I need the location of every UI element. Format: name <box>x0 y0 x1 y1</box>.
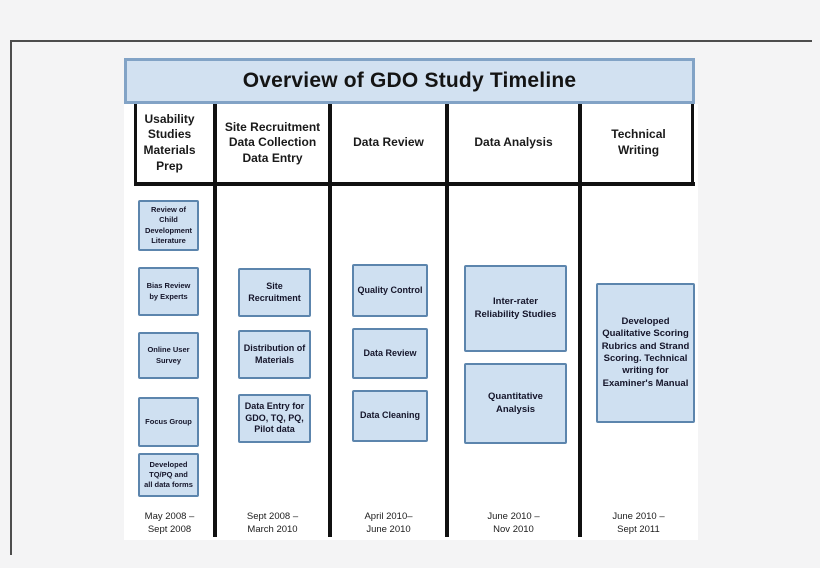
column-header-usability-studies: Usability Studies Materials Prep <box>143 111 196 173</box>
date-range-data-review: April 2010– June 2010 <box>364 510 413 535</box>
frame-left-rule <box>10 40 12 555</box>
frame-top-rule <box>10 40 812 42</box>
diagram-title-banner: Overview of GDO Study Timeline <box>124 58 695 104</box>
column-header-data-review: Data Review <box>353 135 424 150</box>
column-separator-3 <box>445 104 449 537</box>
diagram-title: Overview of GDO Study Timeline <box>242 69 577 92</box>
box-review-child-development-literature: Review of Child Development Literature <box>138 200 199 251</box>
box-quantitative-analysis: Quantitative Analysis <box>464 363 567 444</box>
box-data-review: Data Review <box>352 328 428 379</box>
date-range-data-analysis: June 2010 – Nov 2010 <box>487 510 540 535</box>
header-bottom-rule <box>134 182 695 186</box>
date-range-usability: May 2008 – Sept 2008 <box>144 510 195 535</box>
box-data-entry: Data Entry for GDO, TQ, PQ, Pilot data <box>238 394 311 443</box>
box-site-recruitment: Site Recruitment <box>238 268 311 317</box>
box-inter-rater-reliability: Inter-rater Reliability Studies <box>464 265 567 352</box>
column-separator-2 <box>328 104 332 537</box>
box-online-user-survey: Online User Survey <box>138 332 199 379</box>
box-bias-review-by-experts: Bias Review by Experts <box>138 267 199 316</box>
box-quality-control: Quality Control <box>352 264 428 317</box>
box-qualitative-scoring-manual: Developed Qualitative Scoring Rubrics an… <box>596 283 695 423</box>
header-right-rule <box>691 104 694 186</box>
box-data-cleaning: Data Cleaning <box>352 390 428 442</box>
column-header-site-recruitment: Site Recruitment Data Collection Data En… <box>224 119 321 165</box>
column-separator-1 <box>213 104 217 537</box>
column-header-technical-writing: Technical Writing <box>611 127 666 157</box>
column-separator-4 <box>578 104 582 537</box>
date-range-technical-writing: June 2010 – Sept 2011 <box>612 510 665 535</box>
box-distribution-of-materials: Distribution of Materials <box>238 330 311 379</box>
date-range-site-recruitment: Sept 2008 – March 2010 <box>246 510 299 535</box>
column-header-data-analysis: Data Analysis <box>474 135 553 150</box>
box-developed-tq-pq-forms: Developed TQ/PQ and all data forms <box>138 453 199 497</box>
header-left-rule <box>134 104 137 186</box>
box-focus-group: Focus Group <box>138 397 199 447</box>
